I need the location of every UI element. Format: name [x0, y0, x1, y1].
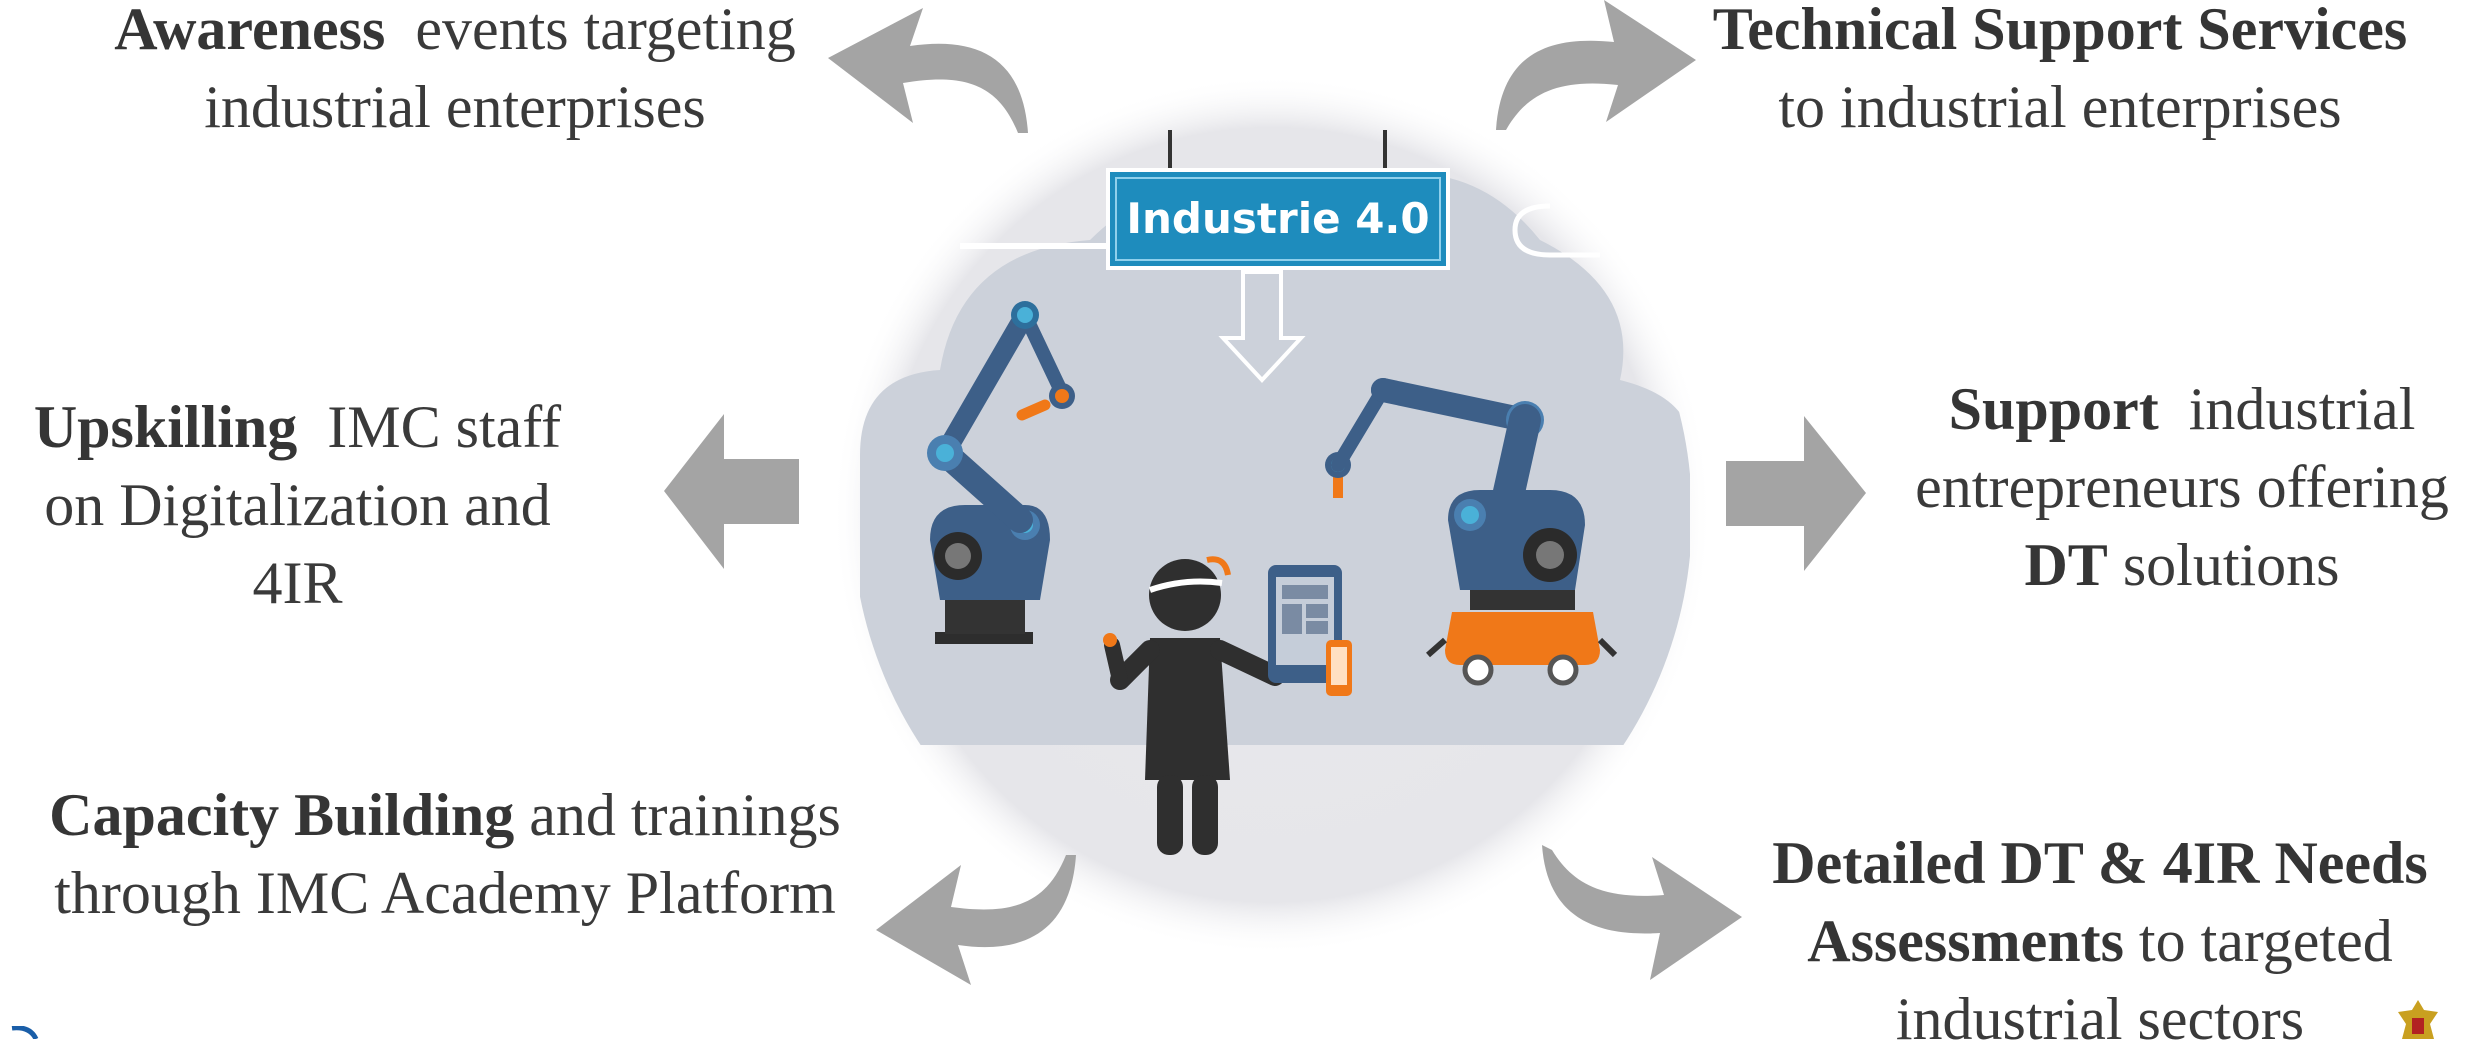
industrie-sign: [1106, 168, 1450, 270]
curved-arrow-down-right-icon: [1542, 845, 1742, 980]
support-block: Support industrial entrepreneurs offerin…: [1880, 370, 2484, 604]
corner-logo-icon: [11, 1026, 39, 1039]
awareness-rest: events targeting: [415, 0, 796, 62]
eagle-emblem-icon: [2398, 1000, 2438, 1039]
detailed-rest2: to targeted: [2138, 908, 2393, 974]
detailed-line3: industrial sectors: [1895, 986, 2305, 1052]
awareness-bold: Awareness: [114, 0, 386, 62]
capacity-rest: and trainings: [529, 782, 841, 848]
curved-arrow-up-right-icon: [1496, 0, 1696, 130]
support-line2: entrepreneurs offering: [1915, 454, 2449, 520]
technical-line2: to industrial enterprises: [1778, 74, 2342, 140]
left-robot-arm-icon: [927, 301, 1075, 644]
support-rest3: solutions: [2122, 532, 2340, 598]
curved-arrow-up-left-icon: [828, 8, 1028, 133]
support-rest: industrial: [2188, 376, 2416, 442]
upskilling-line2: on Digitalization and: [44, 472, 551, 538]
person-with-tablet-icon: [1103, 556, 1352, 855]
technical-support-block: Technical Support Services to industrial…: [1670, 0, 2450, 146]
industrie-sign-label: Industrie 4.0: [1126, 194, 1429, 243]
capacity-building-block: Capacity Building and trainings through …: [5, 776, 885, 932]
right-arrow-icon: [1726, 416, 1866, 571]
support-bold2: DT: [2024, 532, 2108, 598]
right-robot-cart-icon: [1325, 378, 1618, 686]
upskilling-bold: Upskilling: [33, 394, 298, 460]
upskilling-line3: 4IR: [252, 550, 343, 616]
capacity-bold: Capacity Building: [49, 782, 515, 848]
detailed-bold2: Assessments: [1807, 908, 2124, 974]
detailed-bold: Detailed DT & 4IR Needs: [1772, 830, 2428, 896]
down-arrow-icon: [1218, 270, 1306, 383]
cloud-outline-icon: [1512, 203, 1600, 258]
capacity-line2: through IMC Academy Platform: [54, 860, 836, 926]
upskilling-rest: IMC staff: [327, 394, 562, 460]
technical-bold: Technical Support Services: [1712, 0, 2408, 62]
support-bold: Support: [1948, 376, 2159, 442]
curved-arrow-down-left-icon: [876, 855, 1076, 985]
awareness-block: Awareness events targeting industrial en…: [30, 0, 880, 146]
awareness-line2: industrial enterprises: [204, 74, 706, 140]
left-arrow-icon: [664, 414, 799, 569]
needs-assessment-block: Detailed DT & 4IR Needs Assessments to t…: [1720, 824, 2480, 1058]
upskilling-block: Upskilling IMC staff on Digitalization a…: [0, 388, 595, 622]
